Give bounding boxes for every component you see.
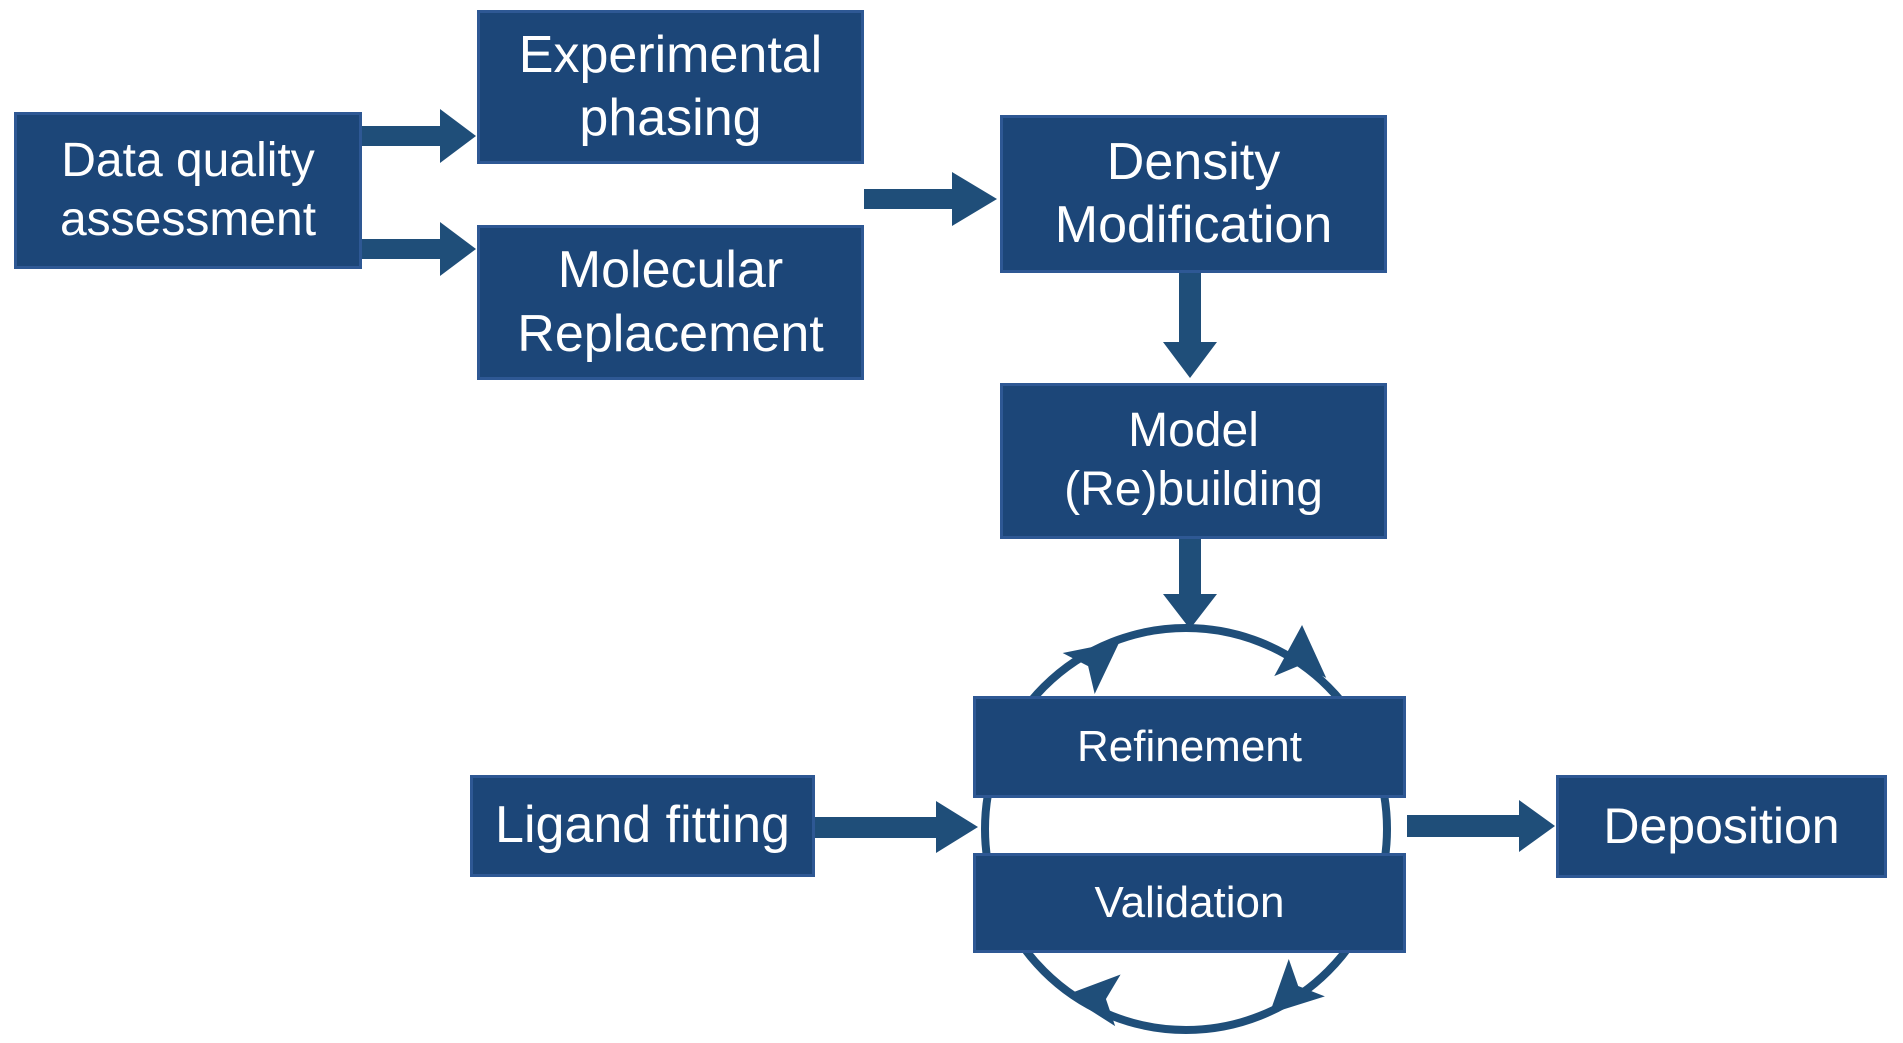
cycle-arrowhead-bottom-right-icon	[1269, 959, 1325, 1014]
node-label: Density Modification	[1054, 132, 1333, 254]
node-label: Ligand fitting	[495, 796, 790, 855]
cycle-arrowhead-top-right-icon	[1274, 625, 1327, 678]
cycle-arrowhead-bottom-left-icon	[1066, 974, 1121, 1027]
node-label: Molecular Replacement	[517, 241, 824, 363]
node-label: Deposition	[1603, 798, 1840, 854]
arrow-model-to-cycle	[1163, 539, 1217, 629]
node-label: Experimental phasing	[518, 25, 823, 147]
node-label: Validation	[1094, 878, 1285, 928]
node-label: Data quality assessment	[59, 133, 317, 246]
node-experimental-phasing: Experimental phasing	[477, 10, 864, 164]
node-model-rebuilding: Model (Re)building	[1000, 383, 1387, 539]
node-density-modification: Density Modification	[1000, 115, 1387, 273]
node-label: Model (Re)building	[1064, 404, 1323, 516]
arrow-dataquality-to-phasing	[362, 109, 476, 163]
cycle-arrowhead-top-left-icon	[1062, 641, 1120, 695]
arrow-phasing-to-densitymod	[864, 172, 997, 226]
node-molecular-replacement: Molecular Replacement	[477, 225, 864, 380]
cycle-ring	[981, 624, 1391, 1034]
node-data-quality-assessment: Data quality assessment	[14, 112, 362, 269]
arrow-cycle-to-deposition	[1407, 800, 1555, 852]
arrow-ligand-to-cycle	[815, 801, 978, 853]
node-ligand-fitting: Ligand fitting	[470, 775, 815, 877]
node-deposition: Deposition	[1556, 775, 1887, 878]
node-validation: Validation	[973, 853, 1406, 953]
node-label: Refinement	[1076, 722, 1302, 772]
arrow-dataquality-to-molrep	[362, 222, 476, 276]
node-refinement: Refinement	[973, 696, 1406, 798]
arrow-densitymod-to-model	[1163, 273, 1217, 378]
